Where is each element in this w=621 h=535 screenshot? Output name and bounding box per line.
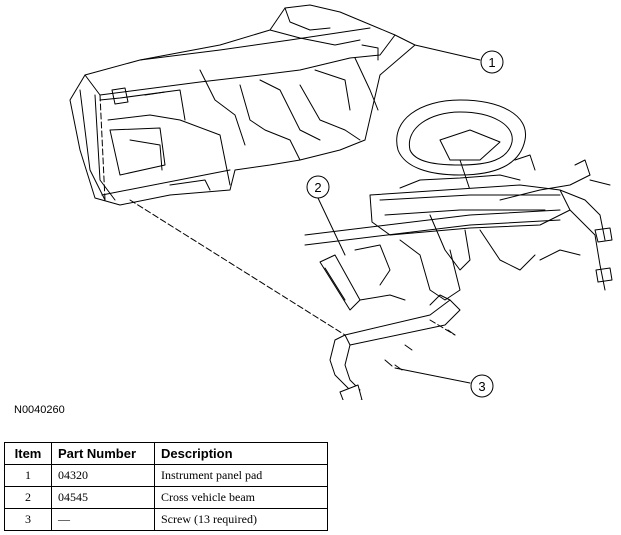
table-row: 2 04545 Cross vehicle beam: [4, 486, 328, 509]
cell-part-number: —: [51, 508, 155, 531]
cell-part-number: 04320: [51, 464, 155, 487]
header-description: Description: [154, 442, 328, 465]
table-row: 1 04320 Instrument panel pad: [4, 464, 328, 487]
cell-description: Cross vehicle beam: [154, 486, 328, 509]
cell-item: 1: [4, 464, 52, 487]
table-header-row: Item Part Number Description: [4, 442, 328, 465]
steering-wheel: [396, 99, 526, 191]
cell-description: Instrument panel pad: [154, 464, 328, 487]
callout-2-label: 2: [314, 180, 321, 195]
cell-item: 2: [4, 486, 52, 509]
instrument-panel-pad: [69, 4, 416, 206]
callout-2: [306, 175, 330, 199]
callout-3: [470, 374, 494, 398]
cell-part-number: 04545: [51, 486, 155, 509]
header-item: Item: [4, 442, 52, 465]
callout-leaders: [317, 44, 481, 384]
callout-3-label: 3: [478, 379, 485, 394]
cell-description: Screw (13 required): [154, 508, 328, 531]
table-row: 3 — Screw (13 required): [4, 508, 328, 531]
figure-id: N0040260: [14, 404, 65, 416]
cell-item: 3: [4, 508, 52, 531]
callout-1: [480, 50, 504, 74]
cross-vehicle-beam: [304, 154, 613, 400]
screws: [384, 329, 456, 371]
callout-1-label: 1: [488, 55, 495, 70]
exploded-view-illustration: 1 2 3: [69, 4, 613, 400]
parts-table: Item Part Number Description 1 04320 Ins…: [4, 442, 328, 531]
header-part-number: Part Number: [51, 442, 155, 465]
alignment-lines: [99, 94, 456, 336]
